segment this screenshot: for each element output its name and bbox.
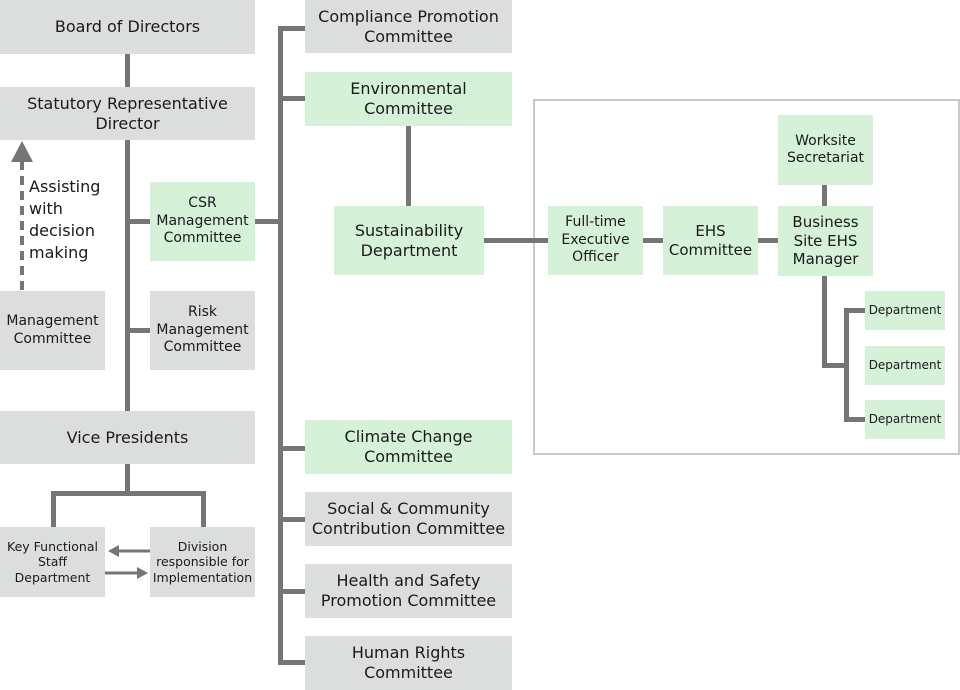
connector-health	[278, 589, 305, 594]
department-box-3: Department	[865, 400, 945, 439]
human-rights-committee-box: Human Rights Committee	[305, 636, 512, 690]
connector-sustainability-officer	[484, 238, 548, 243]
connector-human-rights	[278, 660, 305, 665]
connector-manager-down	[822, 276, 827, 368]
connector-climate	[278, 446, 305, 451]
social-committee-box: Social & Community Contribution Committe…	[305, 492, 512, 546]
connector-env-sustainability	[406, 126, 411, 206]
fulltime-officer-box: Full-time Executive Officer	[548, 206, 643, 275]
ehs-committee-box: EHS Committee	[663, 206, 758, 275]
vice-presidents-box: Vice Presidents	[0, 411, 255, 464]
connector-vp-right	[201, 491, 206, 527]
connector-environmental	[278, 96, 305, 101]
department-box-2: Department	[865, 346, 945, 385]
connector-vp-left	[51, 491, 56, 527]
connector-csr-right	[255, 219, 280, 224]
health-committee-box: Health and Safety Promotion Committee	[305, 564, 512, 618]
connector-vp-down	[125, 464, 130, 493]
dashed-arrow-head	[11, 141, 33, 162]
connector-officer-ehs	[643, 238, 663, 243]
connector-dept-3	[844, 417, 865, 422]
connector-dept-1	[844, 308, 865, 313]
compliance-committee-box: Compliance Promotion Committee	[305, 0, 512, 53]
connector-board-statutory	[125, 54, 130, 87]
worksite-secretariat-box: Worksite Secretariat	[778, 115, 873, 185]
connector-dept-spine	[844, 308, 849, 422]
sustainability-department-box: Sustainability Department	[334, 206, 484, 275]
key-functional-box: Key Functional Staff Department	[0, 527, 105, 597]
business-site-manager-box: Business Site EHS Manager	[778, 206, 873, 276]
division-box: Division responsible for Implementation	[150, 527, 255, 597]
board-of-directors-box: Board of Directors	[0, 0, 255, 54]
environmental-committee-box: Environmental Committee	[305, 72, 512, 126]
connector-compliance	[278, 26, 305, 31]
connector-ehs-manager	[758, 238, 778, 243]
connector-left-spine	[125, 140, 130, 411]
connector-vp-bar	[51, 491, 206, 496]
connector-social	[278, 517, 305, 522]
connector-committee-spine	[278, 26, 283, 665]
risk-committee-box: Risk Management Committee	[150, 291, 255, 370]
climate-committee-box: Climate Change Committee	[305, 420, 512, 474]
arrow-to-division-head	[137, 567, 148, 579]
management-committee-box: Management Committee	[0, 291, 105, 370]
statutory-director-box: Statutory Representative Director	[0, 87, 255, 140]
site-ehs-frame	[533, 99, 960, 455]
department-box-1: Department	[865, 291, 945, 330]
connector-csr	[125, 219, 150, 224]
arrow-to-key-functional-head	[108, 545, 119, 557]
connector-secretariat-manager	[822, 185, 827, 206]
connector-risk	[125, 328, 150, 333]
connector-dept-bar	[822, 363, 846, 368]
csr-committee-box: CSR Management Committee	[150, 182, 255, 261]
assisting-annotation: Assisting with decision making	[29, 177, 101, 263]
